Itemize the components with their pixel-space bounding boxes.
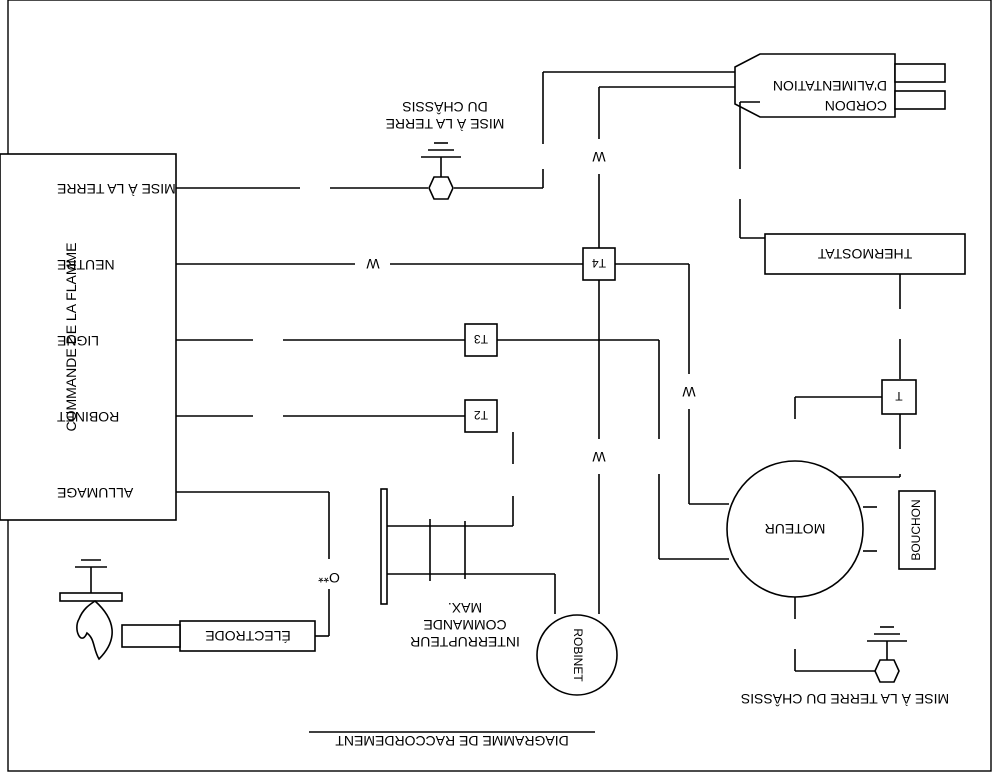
electrode-label: ÉLECTRODE	[205, 628, 291, 644]
max-switch-label: INTERRUPTEUR	[410, 634, 520, 650]
power-cord-plug	[734, 53, 896, 118]
chassis-ground-top-label: MISE À LA TERRE	[386, 116, 505, 132]
chassis-ground-bottom-label: MISE À LA TERRE DU CHÂSSIS	[741, 691, 949, 707]
wire-code-label: W	[682, 384, 696, 400]
power-cord-label: D'ALIMENTATION	[773, 78, 887, 94]
electrode-rod	[121, 624, 181, 648]
wire-code-label: W	[592, 149, 606, 165]
burner-plate	[59, 592, 123, 602]
valve-circle	[536, 614, 618, 696]
plug-prong	[894, 63, 946, 83]
max-switch-label: COMMANDE	[423, 617, 506, 633]
wire-code-label: W	[592, 449, 606, 465]
thermostat-label: THERMOSTAT	[817, 246, 912, 262]
wire-code-label: W	[366, 256, 380, 272]
t2-terminal	[464, 399, 498, 433]
diagram-title: DIAGRAMME DE RACCORDEMENT	[335, 733, 569, 749]
plug-label: BOUCHON	[909, 499, 923, 560]
chassis-ground-connector	[428, 176, 454, 200]
max-switch-label: MAX.	[448, 600, 482, 616]
terminal-ground-label: MISE À LA TERRE	[57, 181, 176, 197]
terminal-valve-label: ROBINET	[57, 409, 120, 425]
flame-control-box	[0, 153, 177, 521]
plug-box	[898, 490, 936, 570]
t3-terminal	[464, 323, 498, 357]
power-cord-label: CORDON	[825, 98, 887, 114]
t2-label: T2	[474, 408, 488, 422]
valve-label: ROBINET	[571, 628, 585, 682]
spark-gap-label: O**	[318, 570, 340, 586]
motor-label: MOTEUR	[765, 521, 826, 537]
flame-control-title: COMMANDE DE LA FLAMME	[63, 242, 79, 431]
terminal-neutral-label: NEUTRE	[57, 257, 115, 273]
t-label: T	[895, 389, 903, 403]
flame-icon	[76, 599, 113, 661]
plug-prong	[894, 90, 946, 110]
max-switch-plate	[380, 488, 388, 605]
t-terminal	[881, 379, 917, 415]
electrode-box	[179, 620, 316, 652]
terminal-line-label: LIGNE	[57, 333, 99, 349]
t3-label: T3	[474, 332, 488, 346]
terminal-ignition-label: ALLUMAGE	[57, 485, 133, 501]
chassis-ground-top-label: DU CHÂSSIS	[402, 99, 488, 115]
thermostat-box	[764, 233, 966, 275]
chassis-ground-connector	[874, 659, 900, 683]
t4-label: T4	[592, 256, 606, 270]
